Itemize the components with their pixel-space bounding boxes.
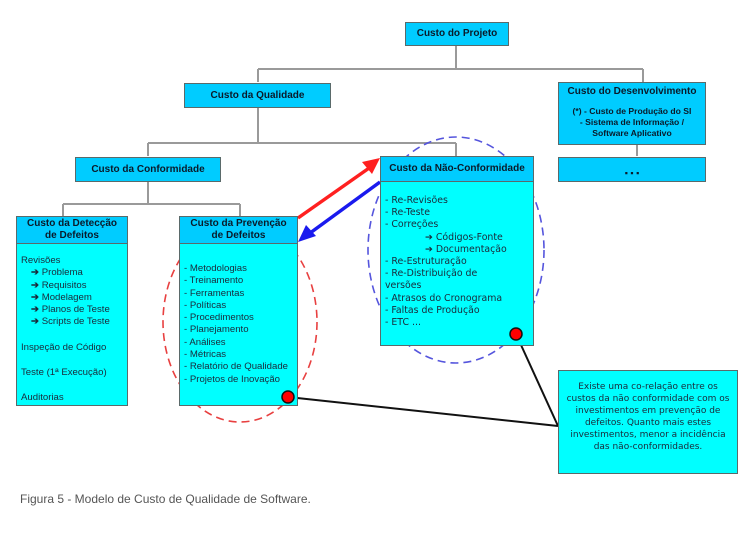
nonconformity-list: - Re-Revisões - Re-Teste - Correções ➔ C… — [385, 195, 531, 329]
blue-arrow — [298, 180, 382, 242]
list-item: - Re-Revisões — [385, 195, 448, 206]
node-detection-cost: Custo da Detecção de Defeitos Revisões ➔… — [16, 216, 128, 406]
node-prevention-cost: Custo da Prevenção de Defeitos - Metodol… — [179, 216, 298, 406]
list-item: - Metodologias — [184, 263, 247, 274]
list-item: - Ferramentas — [184, 287, 245, 299]
item-text: Requisitos — [41, 279, 87, 291]
arrow-right-icon: ➔ — [31, 316, 40, 328]
list-group-label: Revisões — [21, 255, 61, 266]
note-box: Existe uma co-relação entre os custos da… — [558, 370, 738, 474]
figure-caption: Figura 5 - Modelo de Custo de Qualidade … — [20, 492, 311, 506]
node-label: Custo da Qualidade — [210, 89, 305, 101]
prevention-list: - Metodologias - Treinamento - Ferrament… — [184, 263, 295, 386]
list-item: - Atrasos do Cronograma — [385, 292, 503, 304]
list-item: - Correções — [385, 219, 439, 231]
node-label: Custo da Não-Conformidade — [389, 163, 525, 174]
description-line: - Sistema de Informação / — [579, 117, 685, 127]
list-item: ➔ Problema — [21, 267, 125, 279]
list-item: - Procedimentos — [184, 312, 254, 324]
list-item: - Faltas de Produção — [385, 304, 480, 316]
item-text: Códigos-Fonte — [435, 231, 503, 243]
tree-connectors — [62, 45, 644, 216]
arrow-right-icon: ➔ — [31, 279, 40, 291]
list-item: Inspeção de Código — [21, 341, 107, 353]
node-label: Custo do Projeto — [416, 28, 498, 39]
list-item: - Políticas — [184, 299, 227, 311]
list-item: - Re-Estruturação — [385, 256, 467, 268]
item-text: Modelagem — [41, 291, 92, 303]
node-label: Custo da Conformidade — [91, 163, 205, 175]
node-label: Custo do Desenvolvimento — [567, 86, 697, 97]
node-development-continuation: ▪ ▪ ▪ — [558, 157, 706, 182]
description-line: (*) - Custo de Produção do SI — [572, 106, 692, 116]
arrow-right-icon: ➔ — [425, 231, 433, 243]
node-conformity-cost: Custo da Conformidade — [75, 157, 221, 182]
node-header: Custo da Detecção de Defeitos — [17, 217, 127, 244]
list-item: - Relatório de Qualidade — [184, 361, 288, 373]
node-project-cost: Custo do Projeto — [405, 22, 509, 46]
nonconformity-ellipse — [367, 136, 545, 364]
item-text: Problema — [41, 267, 83, 279]
development-description: (*) - Custo de Produção do SI - Sistema … — [573, 106, 692, 139]
node-label: de Defeitos — [211, 230, 266, 241]
node-label: Custo da Prevenção — [190, 218, 287, 229]
list-item: ➔ Modelagem — [21, 292, 125, 304]
note-connectors — [287, 333, 559, 427]
list-item: - Re-Teste — [385, 207, 430, 219]
list-item: Teste (1ª Execução) — [21, 367, 107, 379]
list-item: ➔ Scripts de Teste — [21, 316, 125, 328]
node-header: Custo da Não-Conformidade — [381, 157, 533, 182]
arrow-right-icon: ➔ — [31, 304, 40, 316]
item-text: Documentação — [435, 243, 507, 255]
arrow-right-icon: ➔ — [425, 243, 433, 255]
list-item: ➔ Códigos-Fonte — [385, 232, 531, 244]
node-label: de Defeitos — [45, 230, 99, 241]
ellipsis-label: ▪ ▪ ▪ — [624, 167, 640, 178]
list-item: - Métricas — [184, 349, 227, 361]
arrow-right-icon: ➔ — [31, 267, 40, 279]
list-item: Auditorias — [21, 392, 64, 404]
note-text: Existe uma co-relação entre os custos da… — [566, 382, 730, 452]
list-item: - Re-Distribuição de — [385, 268, 478, 280]
list-item: - Análises — [184, 336, 226, 348]
list-item: ➔ Documentação — [385, 244, 531, 256]
node-header: Custo da Prevenção de Defeitos — [180, 217, 297, 244]
list-item: ➔ Requisitos — [21, 280, 125, 292]
node-development-cost: Custo do Desenvolvimento (*) - Custo de … — [558, 82, 706, 145]
node-label: Custo da Detecção — [26, 218, 118, 229]
list-item: - Projetos de Inovação — [184, 373, 280, 385]
node-nonconformity-cost: Custo da Não-Conformidade - Re-Revisões … — [380, 156, 534, 346]
item-text: Planos de Teste — [41, 304, 110, 316]
detection-list: Revisões ➔ Problema ➔ Requisitos ➔ Model… — [21, 255, 125, 405]
item-text: Scripts de Teste — [41, 316, 110, 328]
list-item: - ETC ... — [385, 317, 421, 329]
list-item: - Treinamento — [184, 275, 244, 287]
description-line: Software Aplicativo — [592, 128, 672, 138]
red-arrow — [296, 158, 380, 220]
list-item: versões — [385, 280, 422, 292]
arrow-right-icon: ➔ — [31, 291, 40, 303]
node-quality-cost: Custo da Qualidade — [184, 83, 331, 108]
list-item: ➔ Planos de Teste — [21, 304, 125, 316]
list-item: - Planejamento — [184, 324, 249, 336]
